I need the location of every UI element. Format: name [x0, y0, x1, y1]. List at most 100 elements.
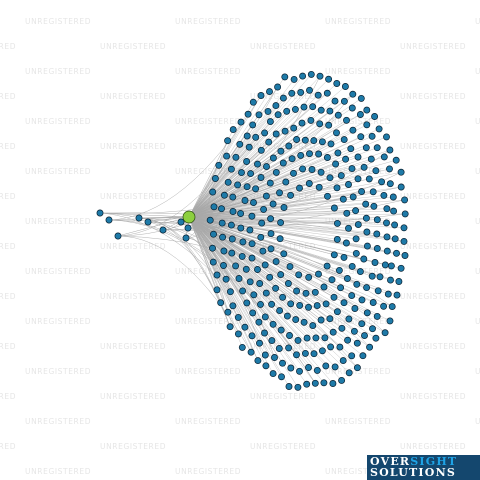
watermark-text: UNREGISTERED — [175, 117, 241, 126]
graph-node — [274, 111, 282, 119]
graph-node — [248, 332, 256, 340]
graph-node — [320, 283, 328, 291]
graph-node — [306, 86, 313, 94]
graph-node — [266, 118, 274, 126]
graph-edge — [188, 168, 303, 218]
graph-edge — [188, 216, 315, 354]
graph-node — [296, 184, 303, 192]
graph-edge — [185, 237, 229, 313]
graph-node — [317, 168, 325, 176]
graph-node — [220, 262, 227, 269]
graph-node — [224, 308, 232, 316]
graph-node — [332, 160, 340, 168]
graph-node — [342, 239, 350, 247]
graph-node — [386, 165, 393, 173]
graph-node — [261, 351, 269, 359]
graph-edge — [188, 136, 373, 218]
graph-node — [290, 124, 298, 132]
graph-node — [280, 204, 288, 211]
graph-node — [361, 332, 368, 340]
graph-node — [239, 287, 247, 295]
graph-node — [374, 287, 382, 295]
graph-node — [266, 273, 274, 281]
graph-node — [320, 379, 328, 387]
graph-node — [334, 149, 342, 157]
graph-node — [293, 351, 300, 359]
graph-edge — [188, 216, 299, 275]
graph-node — [386, 317, 394, 325]
graph-edge — [188, 216, 253, 336]
graph-node — [254, 357, 262, 365]
graph-node — [400, 224, 408, 232]
graph-node — [272, 258, 280, 266]
graph-node — [380, 302, 388, 310]
graph-node — [258, 219, 266, 227]
graph-node — [227, 221, 235, 229]
graph-edge — [188, 109, 296, 218]
graph-node — [275, 345, 283, 352]
graph-node — [308, 166, 316, 173]
graph-edge — [188, 216, 283, 364]
watermark-text: UNREGISTERED — [325, 367, 391, 376]
watermark-text: UNREGISTERED — [25, 217, 91, 226]
graph-node — [135, 214, 143, 222]
graph-node — [349, 126, 357, 134]
graph-node — [277, 147, 285, 155]
graph-node — [272, 284, 280, 292]
graph-node — [291, 105, 299, 113]
graph-node — [264, 107, 272, 115]
watermark-text: UNREGISTERED — [475, 17, 480, 26]
graph-node — [375, 125, 383, 133]
watermark-text: UNREGISTERED — [25, 267, 91, 276]
watermark-text: UNREGISTERED — [100, 442, 166, 451]
graph-node — [294, 383, 302, 391]
watermark-text: UNREGISTERED — [25, 167, 91, 176]
graph-node — [238, 169, 245, 177]
graph-edge — [138, 186, 402, 219]
watermark-text: UNREGISTERED — [175, 17, 241, 26]
graph-edge — [180, 221, 275, 358]
graph-node — [235, 275, 243, 282]
graph-node — [255, 318, 263, 326]
graph-node — [343, 116, 350, 124]
graph-node — [257, 300, 264, 308]
graph-node — [237, 224, 245, 232]
graph-node — [310, 350, 318, 358]
graph-node — [294, 336, 302, 344]
graph-node — [353, 280, 361, 288]
graph-node — [318, 347, 326, 355]
graph-edge — [188, 181, 286, 218]
watermark-text: UNREGISTERED — [175, 167, 241, 176]
graph-node — [298, 119, 306, 127]
watermark-text: UNREGISTERED — [325, 417, 391, 426]
graph-edge — [147, 216, 190, 223]
graph-node — [380, 191, 388, 199]
graph-edge — [117, 86, 278, 237]
graph-node — [333, 308, 341, 316]
graph-node — [315, 183, 323, 191]
graph-node — [279, 293, 287, 301]
graph-node — [247, 170, 255, 178]
graph-node — [335, 266, 343, 274]
graph-node — [360, 255, 368, 263]
graph-node — [105, 216, 113, 224]
graph-node — [340, 97, 348, 105]
graph-node — [271, 354, 278, 361]
graph-edge — [188, 213, 347, 218]
watermark-text: UNREGISTERED — [0, 392, 16, 401]
graph-node — [287, 364, 295, 372]
graph-node — [392, 156, 400, 164]
graph-node — [182, 234, 190, 242]
graph-edge — [147, 221, 221, 303]
graph-node — [262, 192, 270, 200]
graph-node — [286, 263, 294, 271]
watermark-text: UNREGISTERED — [100, 292, 166, 301]
graph-edge — [188, 216, 347, 244]
watermark-text: UNREGISTERED — [400, 42, 466, 51]
graph-node — [217, 299, 225, 307]
graph-edge — [188, 216, 296, 320]
watermark-text: UNREGISTERED — [0, 442, 16, 451]
graph-edge — [188, 216, 307, 294]
graph-node — [391, 235, 399, 243]
focus-node — [182, 210, 196, 224]
